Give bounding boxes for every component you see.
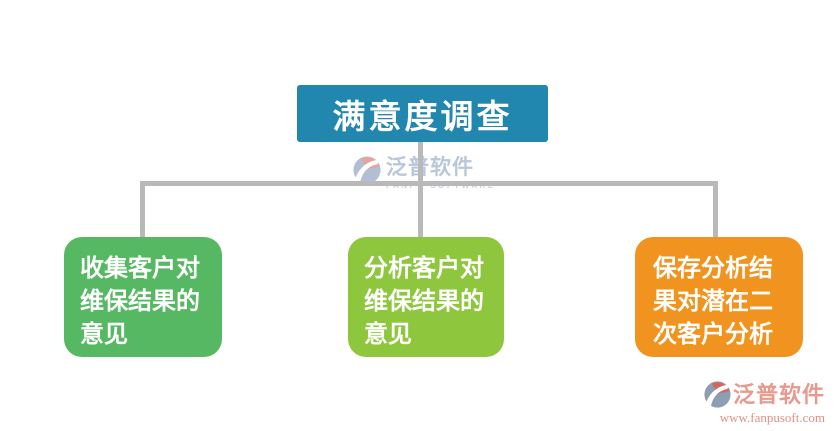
node-analyze-feedback-line3: 意见	[364, 321, 412, 348]
connector-left-vertical	[140, 181, 145, 239]
node-collect-feedback-line2: 维保结果的	[80, 288, 200, 315]
node-satisfaction-survey: 满意度调查	[297, 85, 548, 142]
node-collect-feedback: 收集客户对 维保结果的 意见	[64, 237, 222, 357]
node-collect-feedback-line3: 意见	[80, 321, 128, 348]
connector-middle-vertical	[418, 181, 423, 239]
connector-right-vertical	[713, 181, 718, 239]
node-save-analysis-line1: 保存分析结	[653, 255, 773, 282]
footer-brand-url: www.fanpusoft.com	[719, 410, 825, 425]
fanpu-logo-icon	[353, 156, 381, 184]
node-satisfaction-survey-label: 满意度调查	[332, 97, 513, 135]
node-analyze-feedback: 分析客户对 维保结果的 意见	[348, 237, 504, 357]
watermark-brand-name: 泛普软件	[386, 156, 474, 179]
node-analyze-feedback-line2: 维保结果的	[364, 288, 484, 315]
footer-brand: 泛普软件 www.fanpusoft.com	[704, 380, 825, 426]
node-save-analysis-line3: 次客户分析	[653, 321, 773, 348]
node-collect-feedback-line1: 收集客户对	[80, 255, 200, 282]
node-save-analysis-line2: 果对潜在二	[653, 288, 773, 315]
node-save-analysis: 保存分析结 果对潜在二 次客户分析	[635, 237, 803, 357]
connector-horizontal	[140, 181, 718, 186]
footer-brand-name: 泛普软件	[732, 381, 825, 407]
fanpu-logo-icon	[704, 381, 731, 408]
connector-root-vertical	[418, 140, 423, 186]
node-analyze-feedback-line1: 分析客户对	[364, 255, 484, 282]
